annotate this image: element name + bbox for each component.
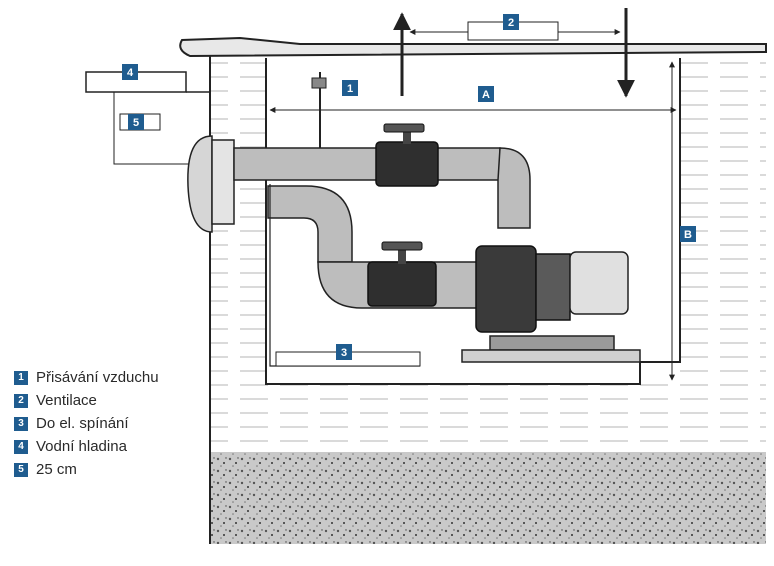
badge-a-bg (478, 86, 494, 102)
pump-base (489, 335, 615, 351)
legend-item: 3 Do el. spínání (14, 412, 159, 435)
legend: 1 Přisávání vzduchu 2 Ventilace 3 Do el.… (14, 366, 159, 481)
legend-item: 2 Ventilace (14, 389, 159, 412)
badge-3: 3 (336, 344, 352, 360)
pump-strainer (475, 245, 537, 333)
badge-b-bg (680, 226, 696, 242)
legend-number: 4 (14, 439, 28, 454)
pool-water-right (680, 60, 766, 384)
lower-valve-stem (398, 248, 406, 264)
legend-number: 3 (14, 416, 28, 431)
pump-body (535, 253, 571, 321)
upper-pipe (233, 147, 501, 181)
upper-valve-stem (403, 128, 411, 144)
badge-2: 2 (503, 14, 519, 30)
legend-number: 1 (14, 370, 28, 385)
badge-4-text: 4 (127, 67, 134, 79)
wall-fitting (187, 135, 213, 233)
badge-b: B (680, 226, 696, 242)
gravel-layer (210, 384, 766, 452)
badge-b-text: B (684, 229, 692, 241)
legend-item: 1 Přisávání vzduchu (14, 366, 159, 389)
depth-25cm-bracket (113, 91, 210, 165)
badge-a: A (478, 86, 494, 102)
soil-layer (210, 452, 766, 544)
legend-number: 2 (14, 393, 28, 408)
badge-5: 5 (128, 114, 144, 130)
pump-plinth (461, 349, 641, 363)
lower-valve-handle (381, 241, 423, 251)
badge-5-text: 5 (133, 117, 139, 129)
upper-valve-handle (383, 123, 425, 133)
badge-5-bg (128, 114, 144, 130)
badge-1-text: 1 (347, 83, 353, 95)
badge-3-bg (336, 344, 352, 360)
air-intake-valve (311, 77, 327, 89)
upper-pipe-elbow (497, 147, 531, 229)
lower-valve-body (367, 261, 437, 307)
badge-1-bg (342, 80, 358, 96)
legend-label: Do el. spínání (36, 415, 129, 432)
upper-valve-body (375, 141, 439, 187)
badge-a-text: A (482, 89, 490, 101)
pool-coping (179, 36, 767, 58)
badge-2-bg (503, 14, 519, 30)
badge-2-text: 2 (508, 17, 514, 29)
legend-label: Vodní hladina (36, 438, 127, 455)
legend-label: Přisávání vzduchu (36, 369, 159, 386)
badge-4: 4 (122, 64, 138, 80)
wall-flange (211, 139, 235, 225)
badge-4-bg (122, 64, 138, 80)
pump-motor (569, 251, 629, 315)
legend-item: 5 25 cm (14, 458, 159, 481)
badge-3-text: 3 (341, 347, 347, 359)
legend-label: 25 cm (36, 461, 77, 478)
legend-label: Ventilace (36, 392, 97, 409)
legend-item: 4 Vodní hladina (14, 435, 159, 458)
legend-number: 5 (14, 462, 28, 477)
badge-1: 1 (342, 80, 358, 96)
